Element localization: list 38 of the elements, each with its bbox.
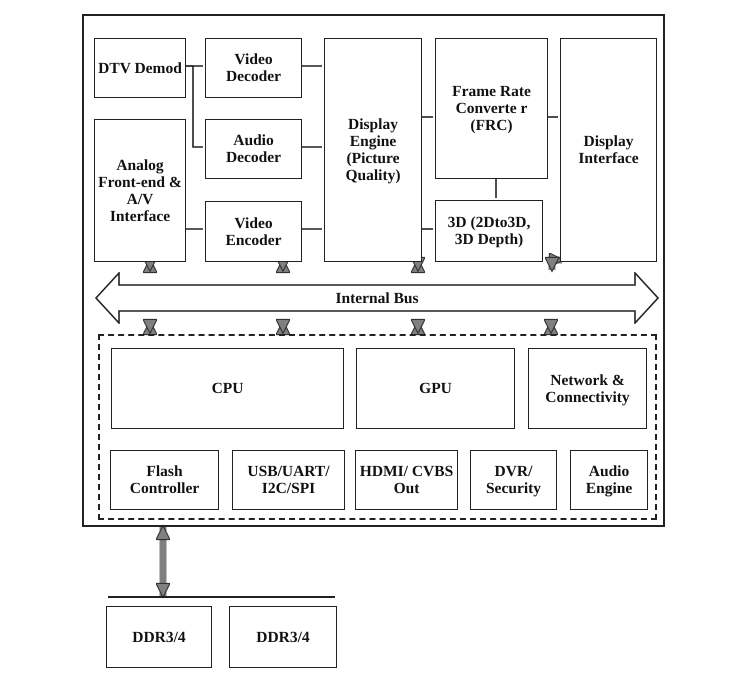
- module-block: USB/UART/ I2C/SPI: [232, 450, 345, 510]
- bus-arrow: [543, 318, 559, 336]
- connector-line: [300, 65, 322, 67]
- module-block: DDR3/4: [229, 606, 337, 668]
- connector-line: [420, 228, 433, 230]
- dashed-group-outline: [98, 334, 657, 520]
- module-block: DTV Demod: [94, 38, 186, 98]
- bus-arrow: [142, 318, 158, 336]
- module-block: HDMI/ CVBS Out: [355, 450, 458, 510]
- module-block: CPU: [111, 348, 344, 429]
- module-block: Flash Controller: [110, 450, 219, 510]
- connector-line: [300, 146, 322, 148]
- module-block: Video Encoder: [205, 201, 302, 262]
- bus-arrow: [544, 252, 564, 272]
- connector-line: [300, 228, 322, 230]
- bus-arrow: [275, 318, 291, 336]
- connector-line: [184, 65, 203, 148]
- module-block: Display Engine (Picture Quality): [324, 38, 422, 262]
- bus-label: Internal Bus: [335, 290, 419, 306]
- module-block: DDR3/4: [106, 606, 212, 668]
- connector-line: [184, 228, 203, 230]
- bus-arrow: [410, 256, 426, 274]
- chip-outline: [82, 14, 665, 527]
- memory-bus-line: [108, 596, 335, 600]
- module-block: Display Interface: [560, 38, 657, 262]
- module-block: Network & Connectivity: [528, 348, 647, 429]
- module-block: Audio Decoder: [205, 119, 302, 179]
- module-block: DVR/ Security: [470, 450, 557, 510]
- bus-arrow: [410, 318, 426, 336]
- bus-arrow: [155, 525, 171, 598]
- module-block: Audio Engine: [570, 450, 648, 510]
- connector-line: [420, 116, 433, 118]
- module-block: Frame Rate Converte r (FRC): [435, 38, 548, 179]
- module-block: 3D (2Dto3D, 3D Depth): [435, 200, 543, 262]
- connector-line: [495, 177, 497, 198]
- module-block: Analog Front-end & A/V Interface: [94, 119, 186, 262]
- module-block: Video Decoder: [205, 38, 302, 98]
- module-block: GPU: [356, 348, 515, 429]
